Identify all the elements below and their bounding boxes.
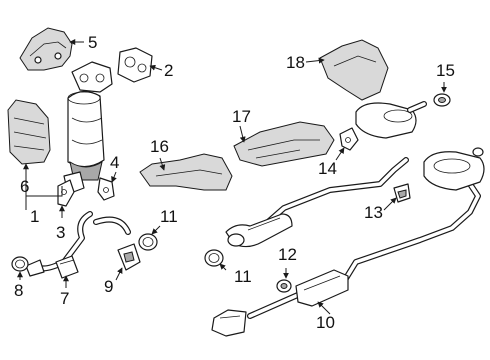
callout-6: 6 xyxy=(20,177,29,196)
callout-10: 10 xyxy=(316,313,335,332)
callout-2: 2 xyxy=(164,61,173,80)
upper-muffler-part xyxy=(355,101,427,139)
callout-12: 12 xyxy=(278,245,297,264)
rear-heat-shield-part xyxy=(319,39,389,101)
resonator-part xyxy=(225,213,293,248)
manifold-gasket-part xyxy=(117,47,153,83)
leader-lines xyxy=(17,39,447,315)
callout-4: 4 xyxy=(110,153,119,172)
bracket-part-14 xyxy=(339,127,359,151)
callout-11-lower: 11 xyxy=(234,267,252,286)
callout-13: 13 xyxy=(364,203,383,222)
callout-3: 3 xyxy=(56,223,65,242)
callout-16: 16 xyxy=(150,137,169,156)
callout-18: 18 xyxy=(286,53,305,72)
hanger-bracket-part xyxy=(393,183,411,203)
sensor-clamp-part xyxy=(117,243,141,271)
converter-bracket-part xyxy=(57,179,75,207)
rear-pipe-part xyxy=(211,269,349,337)
catalytic-converter-part xyxy=(63,61,113,195)
small-bracket-part xyxy=(97,177,115,201)
callout-5: 5 xyxy=(88,33,97,52)
front-gasket-part xyxy=(11,256,29,272)
callout-9: 9 xyxy=(104,277,113,296)
rear-muffler-part xyxy=(423,147,485,191)
mid-heat-shield-part xyxy=(139,153,233,191)
hanger-part xyxy=(276,279,292,293)
rubber-isolator-part xyxy=(433,93,451,107)
front-pipe-part xyxy=(25,255,79,279)
upper-heat-shield-part xyxy=(19,27,73,71)
callout-14: 14 xyxy=(318,159,337,178)
callout-1: 1 xyxy=(30,207,39,226)
center-heat-shield-part xyxy=(233,121,335,167)
catalyst-heat-shield-part xyxy=(7,99,51,165)
callout-8: 8 xyxy=(14,281,23,300)
callout-11-upper: 11 xyxy=(160,207,178,226)
callout-7: 7 xyxy=(60,289,69,308)
callout-15: 15 xyxy=(436,61,455,80)
gasket-ring-lower-part xyxy=(204,249,224,267)
callout-labels: 5 2 6 1 3 4 7 8 9 10 11 11 12 13 14 15 1… xyxy=(14,33,455,332)
callout-17: 17 xyxy=(232,107,251,126)
gasket-ring-upper-part xyxy=(138,233,158,251)
